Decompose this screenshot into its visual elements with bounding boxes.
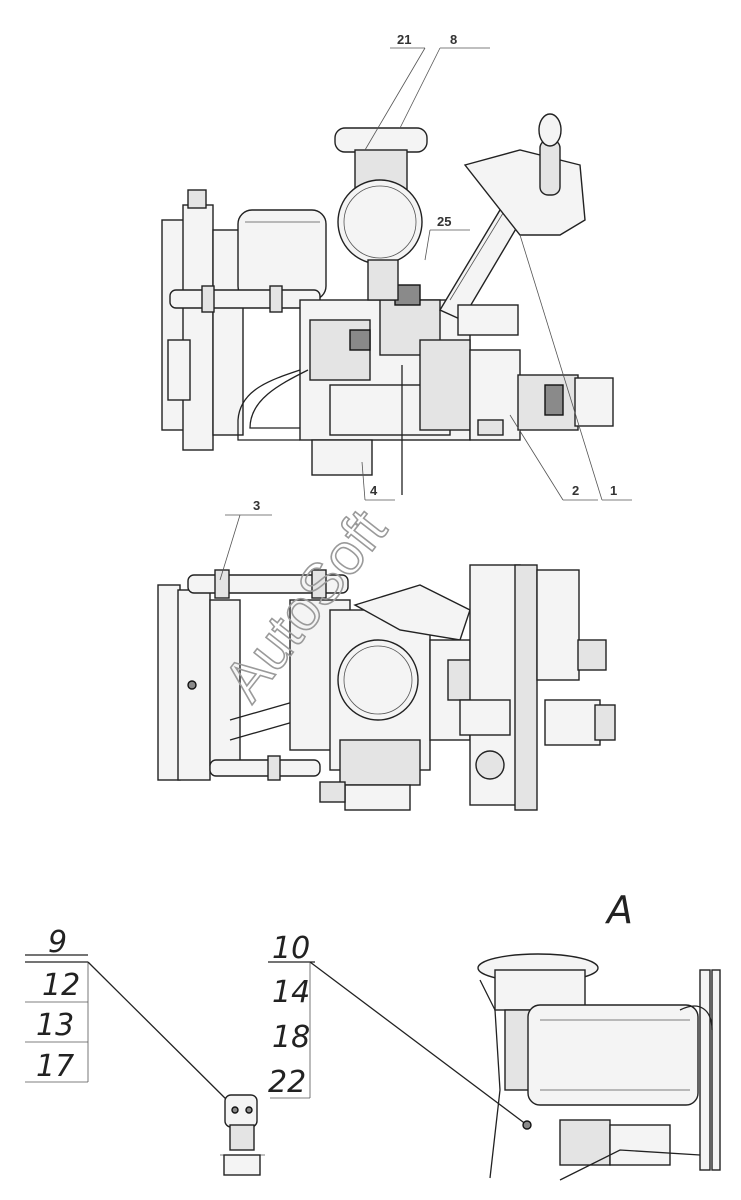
callout-25: 25 bbox=[437, 214, 451, 229]
callout-1: 1 bbox=[610, 483, 617, 498]
callout-leaders-top bbox=[361, 47, 632, 501]
callout-2: 2 bbox=[572, 483, 579, 498]
detail-label-13: 13 bbox=[36, 1008, 74, 1043]
view-label-a: A bbox=[604, 888, 633, 932]
callout-8: 8 bbox=[450, 32, 457, 47]
detail-label-9: 9 bbox=[48, 925, 67, 960]
detail-label-17: 17 bbox=[36, 1049, 74, 1084]
view-a-detail bbox=[477, 953, 721, 1181]
detail-label-18: 18 bbox=[272, 1020, 310, 1055]
detail-label-22: 22 bbox=[268, 1065, 306, 1100]
detail-left-labels bbox=[25, 954, 89, 1083]
detail-left-part bbox=[220, 1094, 265, 1176]
engine-side-view bbox=[157, 564, 616, 811]
detail-label-12: 12 bbox=[42, 968, 80, 1003]
detail-right-labels bbox=[268, 961, 315, 1099]
callout-21: 21 bbox=[397, 32, 411, 47]
callout-3: 3 bbox=[253, 498, 260, 513]
detail-label-14: 14 bbox=[272, 975, 310, 1010]
callout-4: 4 bbox=[370, 483, 378, 498]
detail-label-10: 10 bbox=[272, 931, 310, 966]
engine-top-view bbox=[161, 113, 614, 495]
